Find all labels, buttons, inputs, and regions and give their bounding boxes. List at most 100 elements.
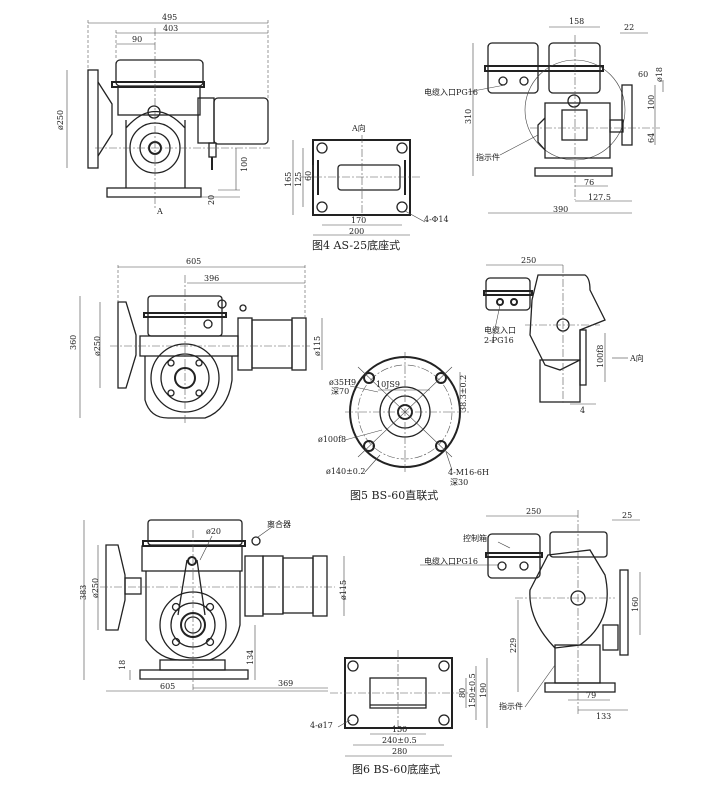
cable-entry-label: 电缆入口PG16	[424, 87, 478, 97]
handwheel-hub	[97, 81, 113, 157]
threads-label: 4-M16-6H	[448, 468, 489, 477]
gearbox-body	[544, 102, 611, 159]
dim-80: 80	[458, 688, 467, 698]
control-box	[487, 42, 539, 94]
dim-100f8: 100f8	[596, 345, 605, 368]
fig4-front-view: 495 403 90 ø250 100 20 A	[56, 13, 270, 216]
output-housing	[539, 359, 581, 403]
fig6-front-view: 383 ø250 ø20 离合器 ø115 18 134 605 369	[79, 519, 348, 692]
lever	[621, 84, 633, 146]
motor	[282, 557, 314, 614]
dim-134: 134	[246, 650, 255, 665]
base-foot	[534, 167, 613, 177]
bore-label: ø35H9	[329, 378, 356, 387]
dim-229: 229	[509, 638, 518, 653]
dim-495: 495	[162, 13, 177, 22]
dim-390: 390	[553, 205, 568, 214]
dim-dia250: ø250	[56, 110, 65, 130]
fig6-base-view: 80 150±0.5 190 4-ø17 150 240±0.5 280 图6 …	[310, 650, 488, 776]
dim-165: 165	[284, 172, 293, 187]
cable-entry-label: 电缆入口	[484, 325, 516, 335]
handwheel	[117, 301, 137, 389]
key-label: 10JS9	[376, 380, 400, 389]
dim-360: 360	[69, 335, 78, 350]
gearbox-body	[125, 111, 186, 188]
dim-60: 60	[638, 70, 648, 79]
fig6-side-view: 250 25 控制箱 电缆入口PG16 229 160 指示件 79 133	[420, 507, 641, 721]
dim-25: 25	[622, 511, 632, 520]
dim-dia250: ø250	[91, 578, 100, 598]
dim-dia115: ø115	[339, 580, 348, 600]
dim-18: 18	[118, 660, 127, 670]
dim-76: 76	[584, 178, 594, 187]
pcd-label: ø140±0.2	[326, 467, 366, 476]
dim-240: 240±0.5	[382, 736, 417, 745]
dim-250: 250	[521, 256, 536, 265]
control-box-label: 控制箱	[463, 533, 487, 543]
dim-200: 200	[349, 227, 364, 236]
dim-dia115: ø115	[313, 336, 322, 356]
holes-label: 4-Φ14	[424, 215, 449, 224]
fig5-flange-view: ø35H9 深70 10JS9 38.3±0.2 ø100f8 ø140±0.2…	[318, 352, 489, 502]
dim-383: 383	[79, 585, 88, 600]
dim-22: 22	[624, 23, 634, 32]
dim-150-tol: 150±0.5	[468, 673, 477, 708]
handwheel	[105, 544, 126, 631]
view-label-a: A向	[629, 353, 644, 363]
fig4-side-view: 158 22 电缆入口PG16 310 60 ø18 100 64 指示件 76…	[424, 17, 664, 214]
base-foot	[544, 682, 616, 693]
dim-369: 369	[278, 679, 293, 688]
indicator-label: 指示件	[476, 152, 500, 162]
dim-4: 4	[580, 406, 585, 415]
dim-150: 150	[392, 725, 407, 734]
dim-90: 90	[132, 35, 142, 44]
key-depth-label: 38.3±0.2	[459, 375, 468, 412]
indicator-label: 指示件	[499, 701, 523, 711]
handwheel	[87, 69, 99, 169]
fig4-caption: 图4 AS-25底座式	[312, 238, 400, 252]
motor	[213, 97, 269, 145]
dim-125: 125	[294, 172, 303, 187]
thread-depth-label: 深30	[450, 478, 468, 487]
cable-entry-label: 电缆入口PG16	[424, 556, 478, 566]
dim-60: 60	[304, 171, 313, 181]
bore-depth-label: 深70	[331, 387, 349, 396]
base-foot	[106, 187, 202, 198]
view-label-a: A向	[351, 123, 366, 133]
dim-605: 605	[186, 257, 201, 266]
dim-dia18: ø18	[655, 67, 664, 82]
clutch-label: 离合器	[267, 519, 291, 529]
spigot-label: ø100f8	[318, 435, 346, 444]
fig6-caption: 图6 BS-60底座式	[352, 762, 440, 776]
dim-100: 100	[647, 95, 656, 110]
holes-label: 4-ø17	[310, 721, 333, 730]
dim-170: 170	[351, 216, 366, 225]
lever	[619, 569, 629, 656]
fig5-caption: 图5 BS-60直联式	[350, 488, 438, 502]
dim-396: 396	[204, 274, 219, 283]
cable-entry-spec: 2-PG16	[484, 336, 514, 345]
gearbox-body	[529, 274, 606, 371]
dim-79: 79	[586, 691, 596, 700]
dim-280: 280	[392, 747, 407, 756]
dim-310: 310	[464, 109, 473, 124]
dim-190: 190	[479, 683, 488, 698]
dim-100: 100	[240, 157, 249, 172]
dim-dia250: ø250	[93, 336, 102, 356]
dim-20: 20	[207, 195, 216, 205]
dim-127-5: 127.5	[588, 193, 611, 202]
fig4-base-view: A向 165 125 60 170 200 4-Φ14 图4 AS-25底座式	[284, 123, 449, 252]
dim-605: 605	[160, 682, 175, 691]
dim-158: 158	[569, 17, 584, 26]
dim-dia20: ø20	[206, 527, 221, 536]
fig5-front-view: 605 396 360 ø250 ø115	[69, 257, 323, 425]
section-mark-a: A	[156, 207, 163, 216]
dim-160: 160	[631, 597, 640, 612]
dim-250: 250	[526, 507, 541, 516]
dim-133: 133	[596, 712, 611, 721]
gearbox-body	[529, 549, 608, 649]
base-foot	[139, 669, 249, 680]
dim-64: 64	[647, 133, 656, 143]
